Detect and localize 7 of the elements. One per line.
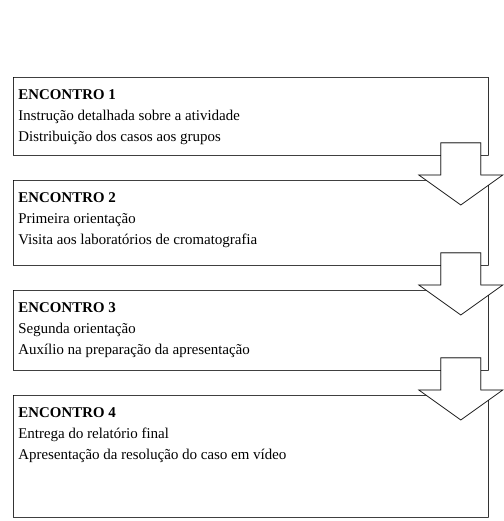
block-arrow (418, 252, 504, 316)
stage-box: ENCONTRO 2 Primeira orientação Visita aos laboratórios de cromatografia (13, 180, 489, 266)
stage-box: ENCONTRO 3 Segunda orientação Auxílio na preparação da apresentação (13, 290, 489, 371)
block-arrow (418, 142, 504, 206)
stage-box: ENCONTRO 4 Entrega do relatório final Apresentação da resolução do caso em vídeo (13, 395, 489, 518)
block-arrow (418, 357, 504, 420)
stage-box: ENCONTRO 1 Instrução detalhada sobre a atividade Distribuição dos casos aos grupos (13, 77, 489, 156)
